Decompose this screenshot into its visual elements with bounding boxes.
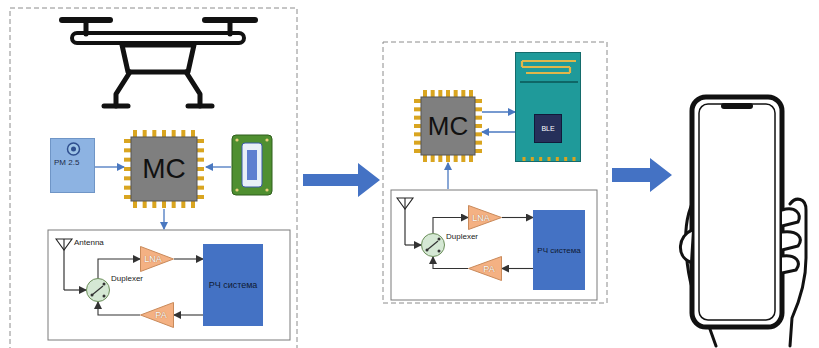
sensor-label: PM 2.5 [54, 158, 79, 167]
amplifier-label: LNA [472, 213, 490, 223]
signal-connector [174, 314, 203, 315]
signal-connector [482, 131, 515, 132]
rf-system-label: РЧ система [537, 246, 580, 255]
panel-outlines [10, 8, 607, 348]
sensor-board [232, 135, 272, 195]
ble-module: BLE [515, 52, 581, 162]
rf-system-label: РЧ система [209, 280, 258, 290]
duplexer-circle [86, 278, 110, 302]
signal-connector [433, 257, 468, 269]
duplexer-switch: Duplexer [86, 278, 110, 302]
pa-amplifier: PA [140, 302, 174, 328]
duplexer-switch: Duplexer [421, 233, 445, 257]
signal-connector [502, 217, 533, 218]
lna-amplifier: LNA [140, 246, 174, 272]
sensor-box: PM 2.5 [50, 138, 95, 193]
amplifier-label: PA [155, 310, 166, 320]
microcontroller-chip: MC [124, 130, 204, 208]
chip-label: MC [142, 153, 186, 185]
signal-connector [95, 166, 124, 167]
signal-connector [433, 218, 468, 234]
ble-antenna-trace [516, 53, 580, 161]
duplexer-label: Duplexer [111, 274, 143, 284]
drone-icon [62, 20, 255, 106]
flow-arrows [303, 158, 672, 197]
phone-in-hand [680, 97, 806, 346]
pa-amplifier: PA [468, 256, 502, 281]
rf-system-box: РЧ система [533, 210, 585, 290]
chip-label: MC [428, 111, 468, 142]
microcontroller-chip: MC [414, 90, 482, 162]
amplifier-label: PA [483, 264, 494, 274]
duplexer-label: Duplexer [446, 232, 478, 242]
signal-connector [502, 268, 533, 269]
lna-amplifier: LNA [468, 205, 502, 230]
signal-connector [98, 302, 140, 315]
ble-chip-label: BLE [534, 114, 561, 143]
duplexer-circle [421, 233, 445, 257]
rf-system-box: РЧ система [203, 244, 263, 326]
signal-connector [482, 111, 515, 112]
antenna-label: Antenna [74, 238, 104, 247]
amplifier-label: LNA [144, 254, 162, 264]
signal-connector [174, 258, 203, 259]
